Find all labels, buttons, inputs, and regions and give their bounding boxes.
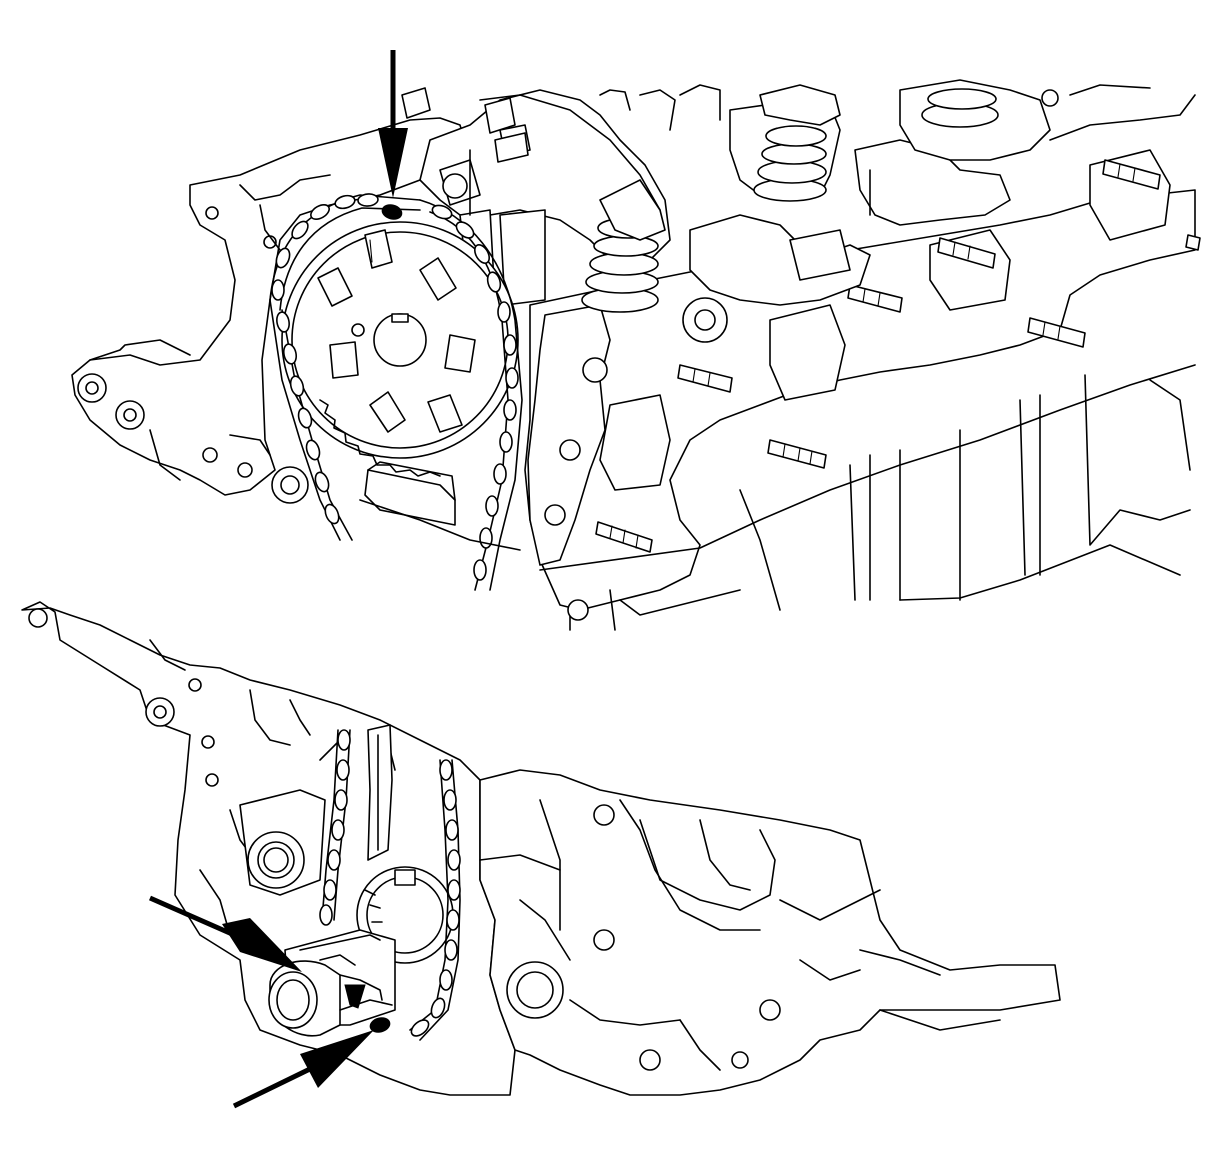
head-stud [1102, 159, 1161, 190]
chain-links [271, 193, 519, 581]
engine-block-front [71, 117, 471, 504]
head-stud [1185, 234, 1201, 251]
sprocket-window [419, 257, 457, 301]
sprocket-window [427, 394, 463, 433]
timing-mark-link-upper [381, 204, 403, 220]
chain-guide [359, 461, 521, 551]
head-stud [677, 364, 733, 393]
head-stud [767, 439, 827, 469]
timing-chain-lower [319, 724, 461, 1041]
timing-mark-link-lower [369, 1017, 391, 1033]
cylinder-head [524, 149, 1196, 631]
valve-spring [729, 84, 841, 202]
head-stud [595, 521, 653, 553]
sprocket-window [329, 341, 359, 379]
camshaft-sprocket [281, 221, 519, 477]
head-stud [937, 237, 996, 269]
head-stud [847, 284, 903, 313]
sprocket-window [444, 334, 476, 373]
engine-block-lower [21, 601, 1061, 1096]
upper-view [71, 79, 1201, 631]
timing-chain-upper [269, 193, 523, 591]
lower-timing-mark-arrow-2 [232, 1030, 374, 1109]
head-studs [595, 159, 1201, 553]
chain-tensioner [268, 929, 396, 1037]
upper-timing-mark-arrow [378, 50, 408, 198]
sprocket-window [317, 267, 353, 307]
head-stud [1027, 317, 1086, 348]
lower-view [21, 601, 1061, 1096]
valve-train [401, 79, 1196, 313]
sprocket-window [369, 391, 406, 433]
timing-mark-key [344, 984, 366, 1009]
sprocket-window [364, 229, 393, 269]
crankshaft-boss [239, 789, 326, 896]
lower-timing-mark-arrow-1 [148, 895, 302, 972]
chain-links [319, 729, 461, 1037]
valve-spring [899, 79, 1059, 161]
